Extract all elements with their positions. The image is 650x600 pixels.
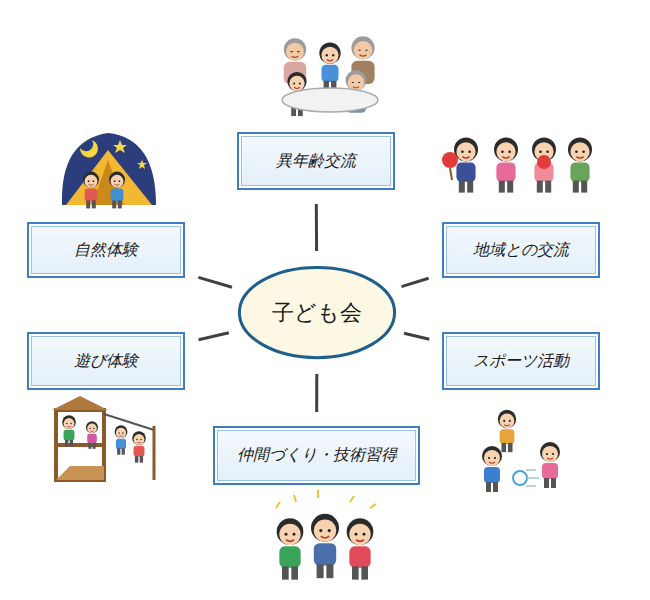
node-label: スポーツ活動	[469, 351, 573, 372]
node-label: 仲間づくり・技術習得	[233, 445, 401, 466]
activity-box: 異年齢交流	[237, 132, 395, 190]
activity-box: スポーツ活動	[442, 332, 600, 390]
playground-illustration	[52, 396, 154, 480]
family-illustration	[282, 36, 378, 116]
node-label: 地域との交流	[469, 240, 573, 261]
friends-illustration	[276, 490, 376, 580]
node-label: 遊び体験	[70, 351, 142, 372]
connector-line	[404, 333, 429, 339]
node-label: 自然体験	[70, 240, 142, 261]
connector-line	[199, 333, 229, 340]
connector-line	[315, 204, 318, 251]
connector-line	[402, 278, 429, 286]
connector-line	[198, 277, 232, 287]
activity-box: 地域との交流	[442, 222, 600, 278]
node-label: 子ども会	[268, 298, 366, 328]
festival-illustration	[442, 137, 592, 192]
connector-line	[315, 374, 318, 412]
node-label: 異年齢交流	[272, 151, 360, 172]
center-ellipse: 子ども会	[237, 265, 397, 360]
ball-game-illustration	[482, 410, 560, 492]
activity-box: 自然体験	[27, 222, 185, 278]
activity-box: 遊び体験	[27, 332, 185, 390]
activity-box: 仲間づくり・技術習得	[213, 426, 420, 485]
camping-illustration	[62, 133, 156, 208]
